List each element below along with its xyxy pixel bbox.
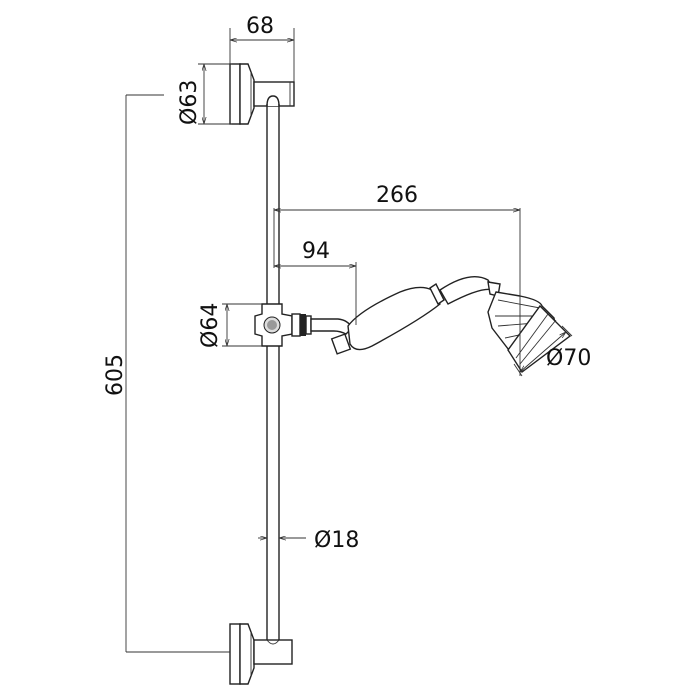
label-94: 94 [302,239,330,264]
bottom-wall-bracket [229,623,293,685]
label-slider-diameter: Ø64 [198,303,223,348]
label-rail-diameter: Ø18 [314,528,359,553]
dimension-slider-diameter [222,303,262,347]
dimension-bracket-diameter [198,63,232,125]
label-68: 68 [246,14,274,39]
dimension-266 [273,208,521,376]
label-bracket-diameter: Ø63 [177,80,202,125]
slider-bracket [254,303,353,355]
label-head-diameter: Ø70 [546,346,591,371]
top-wall-bracket [229,63,295,125]
dimension-head-diameter [513,325,573,377]
dimension-94 [274,262,357,325]
label-605: 605 [103,354,128,396]
label-266: 266 [376,183,418,208]
dimension-68 [229,28,295,82]
slide-rail [266,95,280,644]
dimension-605 [125,94,230,653]
